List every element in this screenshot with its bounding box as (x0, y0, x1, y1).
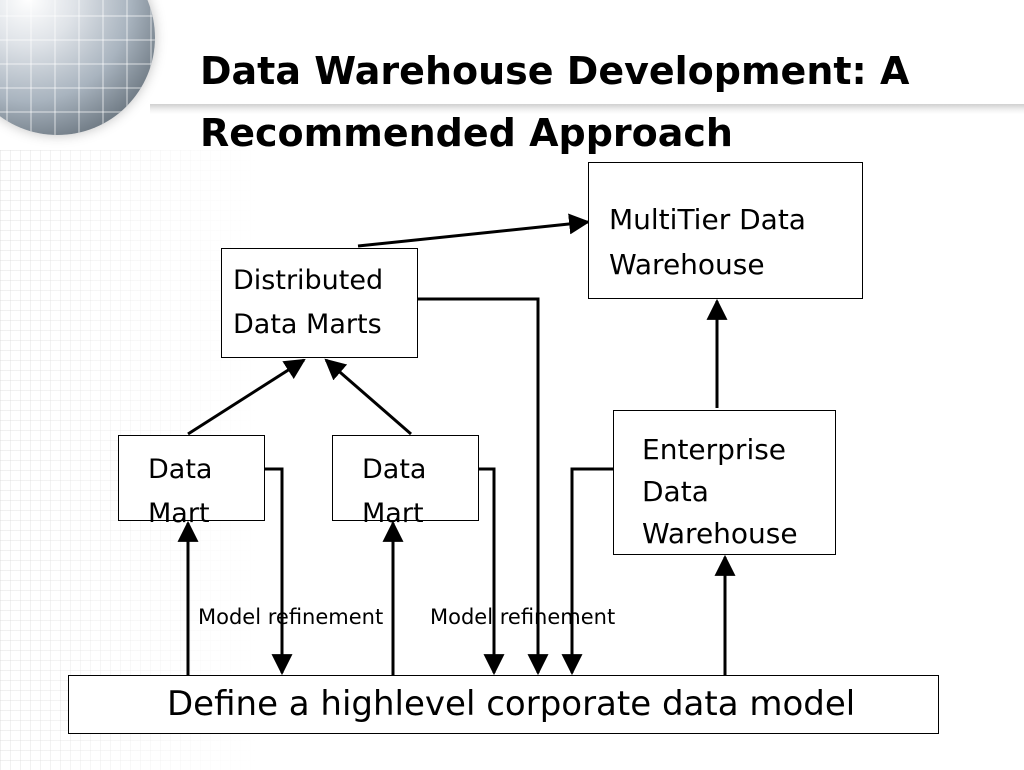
data-mart-1-line-1: Data (148, 454, 213, 485)
distributed-line-2: Data Marts (233, 309, 382, 340)
data-mart-1-line-2: Mart (148, 498, 210, 529)
title-rule (150, 104, 1024, 114)
multitier-line-2: Warehouse (609, 248, 765, 281)
enterprise-dw-box: Enterprise Data Warehouse (613, 410, 836, 555)
multitier-dw-box: MultiTier Data Warehouse (588, 162, 863, 299)
corporate-data-model-label: Define a highlevel corporate data model (167, 684, 856, 724)
data-mart-box-1: Data Mart (118, 435, 265, 529)
arrow-distributed-refinement (418, 297, 549, 676)
enterprise-line-3: Warehouse (642, 517, 798, 550)
arrow-mart2-to-distributed (324, 358, 412, 436)
arrow-enterprise-refinement (561, 467, 613, 676)
arrow-distributed-to-multitier (357, 213, 591, 248)
arrow-mart2-refinement (479, 467, 505, 676)
model-refinement-label-2: Model refinement (430, 605, 616, 629)
title-line-1: Data Warehouse Development: A (200, 49, 910, 93)
slide-title: Data Warehouse Development: A Recommende… (200, 40, 990, 164)
data-mart-box-2: Data Mart (332, 435, 479, 529)
corporate-data-model-box: Define a highlevel corporate data model (68, 675, 939, 734)
data-mart-2-line-2: Mart (362, 498, 424, 529)
title-line-2: Recommended Approach (200, 111, 733, 155)
multitier-line-1: MultiTier Data (609, 203, 806, 236)
distributed-line-1: Distributed (233, 265, 384, 296)
distributed-marts-box: Distributed Data Marts (221, 248, 418, 358)
enterprise-line-2: Data (642, 475, 709, 508)
arrow-mart1-to-distributed (187, 358, 306, 436)
model-refinement-label-1: Model refinement (198, 605, 384, 629)
data-mart-2-line-1: Data (362, 454, 427, 485)
enterprise-line-1: Enterprise (642, 433, 787, 466)
arrow-mart1-refinement (265, 467, 293, 676)
